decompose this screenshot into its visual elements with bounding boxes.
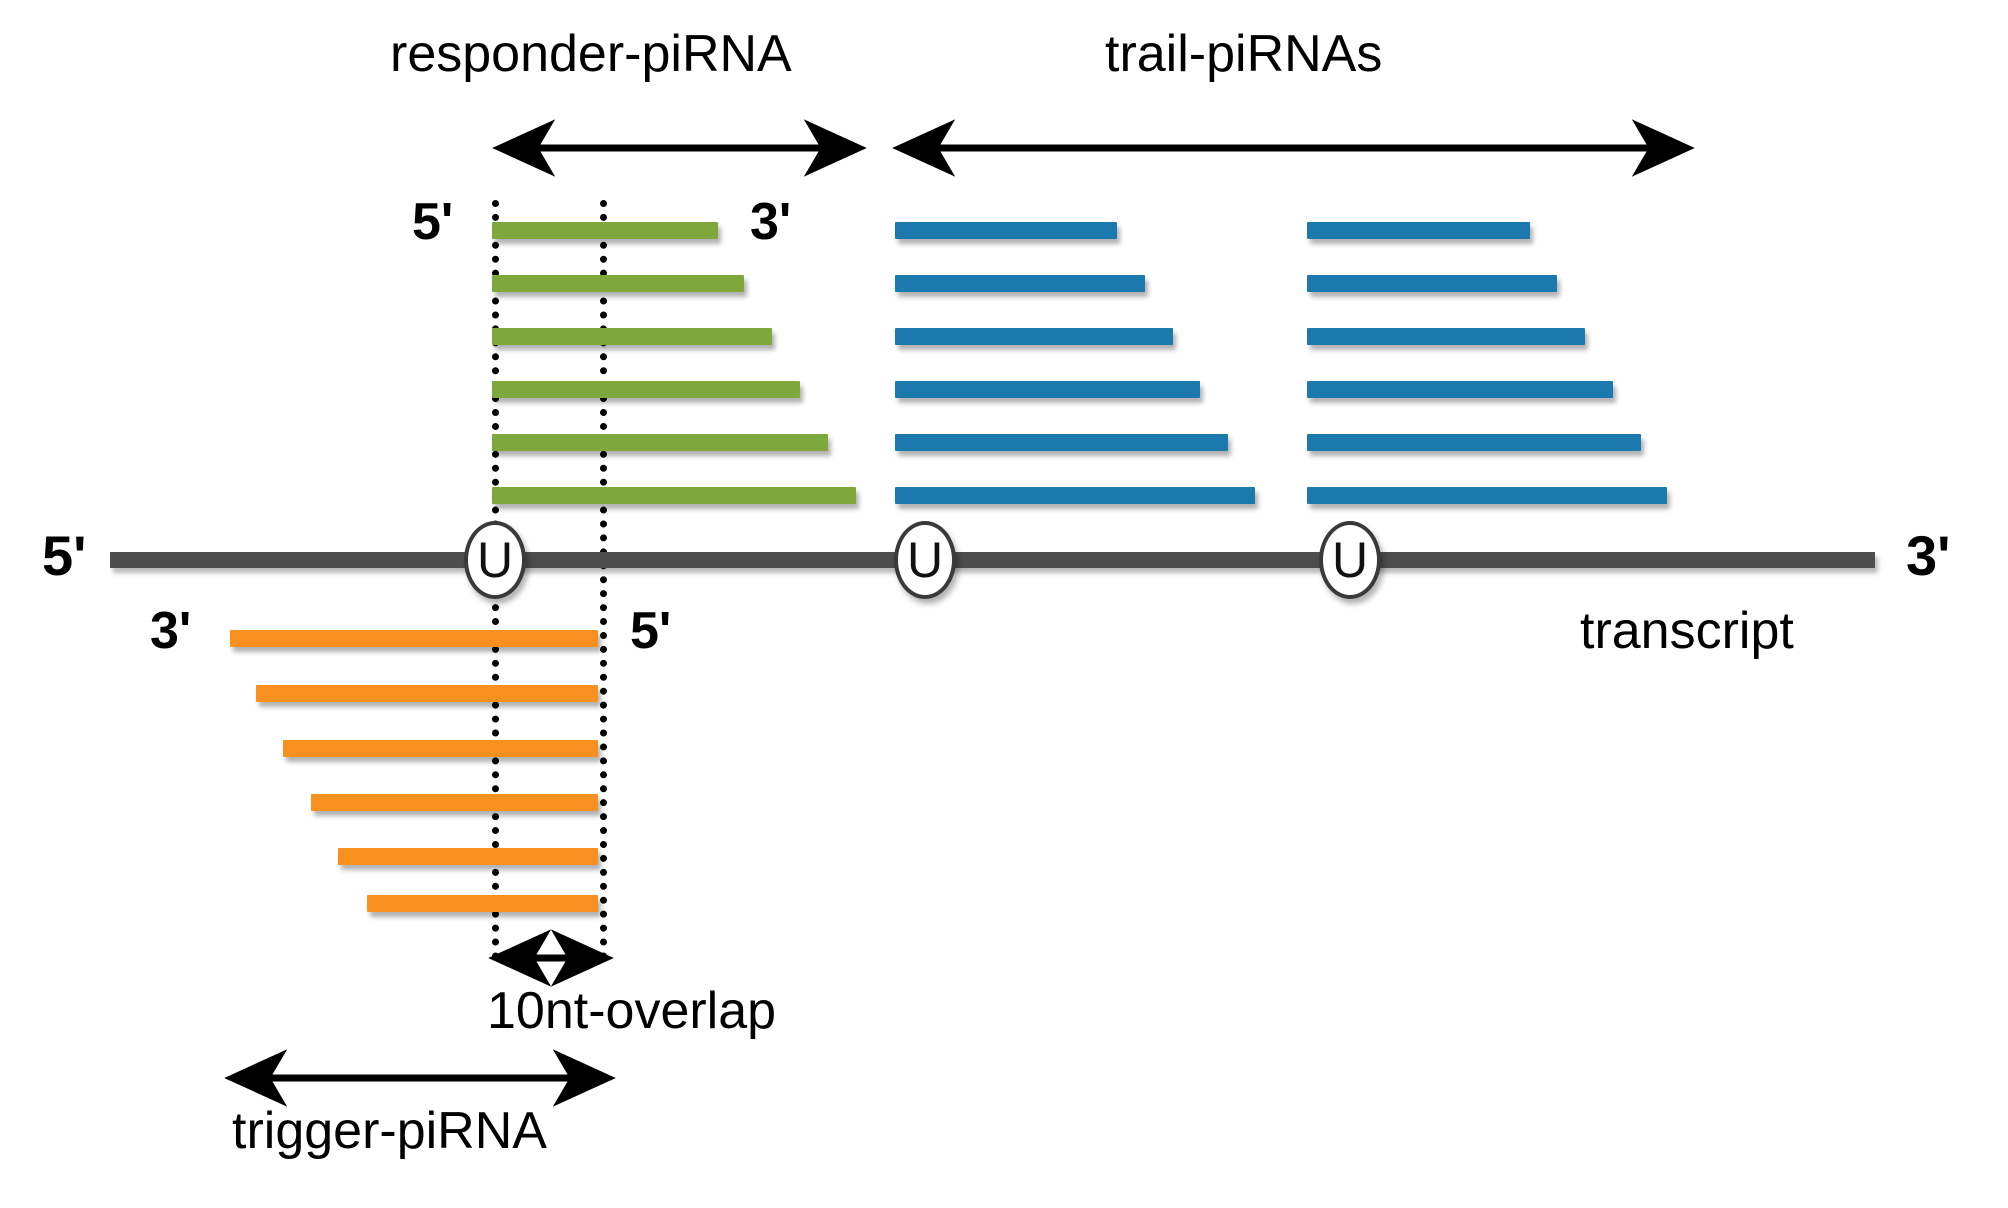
responder-piRNA-bar-2 <box>492 275 744 292</box>
overlap-label: 10nt-overlap <box>487 982 777 1040</box>
transcript-3prime-label: 3' <box>1906 524 1951 587</box>
trail-piRNA-group-2-bar-4 <box>1307 381 1613 398</box>
responder-span-arrow <box>492 119 867 177</box>
trigger-piRNA-bar-2 <box>256 685 598 702</box>
responder-piRNA-label: responder-piRNA <box>390 25 792 83</box>
overlap-span-arrow <box>488 929 614 987</box>
responder-piRNA-bar-3 <box>492 328 772 345</box>
responder-5prime-label: 5' <box>412 193 454 251</box>
trigger-piRNA-bar-1 <box>230 630 598 647</box>
overlap-end-guide-line <box>600 200 607 960</box>
trigger-piRNA-bar-6 <box>367 895 598 912</box>
u-node-2: U <box>894 521 956 599</box>
u-node-3: U <box>1319 521 1381 599</box>
trail-piRNA-group-2-bar-3 <box>1307 328 1585 345</box>
responder-3prime-label: 3' <box>750 193 792 251</box>
trail-piRNA-group-1-bar-6 <box>895 487 1255 504</box>
trigger-piRNA-label: trigger-piRNA <box>232 1102 547 1160</box>
trigger-piRNA-bar-4 <box>311 794 598 811</box>
trigger-5prime-label: 5' <box>630 602 672 660</box>
responder-piRNA-bar-6 <box>492 487 856 504</box>
trail-piRNA-group-1-bar-5 <box>895 434 1228 451</box>
transcript-5prime-label: 5' <box>42 524 87 587</box>
transcript-backbone <box>110 552 1875 568</box>
trail-piRNA-group-2-bar-1 <box>1307 222 1530 239</box>
trail-piRNA-group-2-bar-5 <box>1307 434 1641 451</box>
trail-piRNA-group-1-bar-4 <box>895 381 1200 398</box>
trigger-piRNA-bar-3 <box>283 740 598 757</box>
trail-piRNA-group-2-bar-6 <box>1307 487 1667 504</box>
trail-span-arrow <box>892 119 1695 177</box>
responder-piRNA-bar-5 <box>492 434 828 451</box>
trail-piRNA-group-1-bar-2 <box>895 275 1145 292</box>
u-node-1: U <box>464 521 526 599</box>
trail-piRNAs-label: trail-piRNAs <box>1105 25 1383 83</box>
trail-piRNA-group-1-bar-1 <box>895 222 1117 239</box>
trail-piRNA-group-1-bar-3 <box>895 328 1173 345</box>
responder-piRNA-bar-1 <box>492 222 718 239</box>
transcript-label: transcript <box>1580 602 1794 660</box>
trigger-3prime-label: 3' <box>150 602 192 660</box>
trail-piRNA-group-2-bar-2 <box>1307 275 1557 292</box>
trigger-piRNA-bar-5 <box>338 848 598 865</box>
responder-piRNA-bar-4 <box>492 381 800 398</box>
trigger-span-arrow <box>224 1049 616 1107</box>
